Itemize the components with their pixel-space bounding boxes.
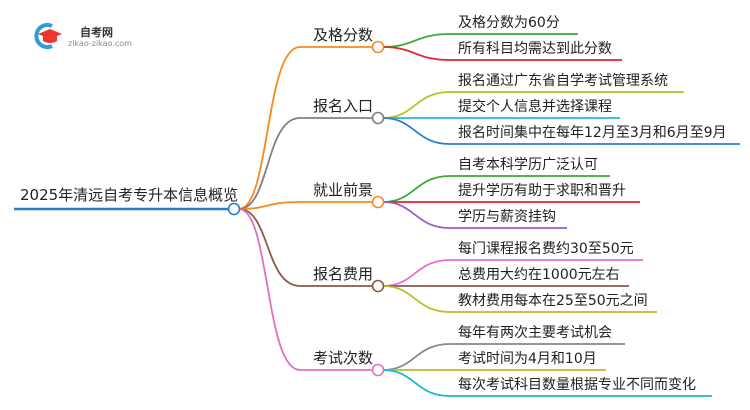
branch-topic[interactable]: 报名入口 [313,97,374,115]
branch-topic[interactable]: 考试次数 [313,349,374,367]
leaf-connector [382,201,567,229]
leaf-topic[interactable]: 每年有两次主要考试机会 [458,325,612,341]
branch-collapse-toggle[interactable] [371,40,385,54]
leaf-topic[interactable]: 报名时间集中在每年12月至3月和6月至9月 [458,125,727,141]
branch-connector [238,208,373,287]
leaf-topic[interactable]: 每门课程报名费约30至50元 [458,241,634,257]
graduation-cap-logo-icon [34,23,62,49]
leaf-topic[interactable]: 教材费用每本在25至50元之间 [458,293,648,309]
root-collapse-toggle[interactable] [227,202,241,216]
logo-name: 自考网 [80,26,113,39]
leaf-topic[interactable]: 及格分数为60分 [458,15,560,31]
leaf-topic[interactable]: 所有科目均需达到此分数 [458,41,612,57]
branch-connector [238,201,373,210]
leaf-connector [382,46,622,61]
branch-collapse-toggle[interactable] [371,363,385,377]
branch-topic[interactable]: 报名费用 [313,265,374,283]
logo-url: zikao-zikao.com [68,39,132,48]
branch-collapse-toggle[interactable] [371,195,385,209]
site-logo: 自考网 zikao-zikao.com [30,22,140,50]
leaf-connector [382,343,625,371]
leaf-connector [382,91,684,119]
leaf-topic[interactable]: 考试时间为4月和10月 [458,351,597,367]
leaf-topic[interactable]: 学历与薪资挂钩 [458,209,556,225]
leaf-connector [382,285,657,313]
leaf-topic[interactable]: 自考本科学历广泛认可 [458,157,598,173]
leaf-topic[interactable]: 总费用大约在1000元左右 [458,267,620,283]
leaf-connector [382,369,712,397]
branch-collapse-toggle[interactable] [371,279,385,293]
branch-topic[interactable]: 就业前景 [313,181,374,199]
leaf-connector [382,117,740,145]
leaf-topic[interactable]: 提升学历有助于求职和晋升 [458,183,626,199]
leaf-topic[interactable]: 每次考试科目数量根据专业不同而变化 [458,377,696,393]
leaf-connector [382,175,610,203]
branch-topic[interactable]: 及格分数 [313,26,374,44]
branch-connector [238,117,373,210]
branch-collapse-toggle[interactable] [371,111,385,125]
branch-connector [238,46,373,210]
leaf-connector [382,259,643,287]
root-topic[interactable]: 2025年清远自考专升本信息概览 [20,186,239,204]
branch-connector [238,208,373,371]
leaf-topic[interactable]: 提交个人信息并选择课程 [458,99,612,115]
leaf-topic[interactable]: 报名通过广东省自学考试管理系统 [458,73,668,89]
